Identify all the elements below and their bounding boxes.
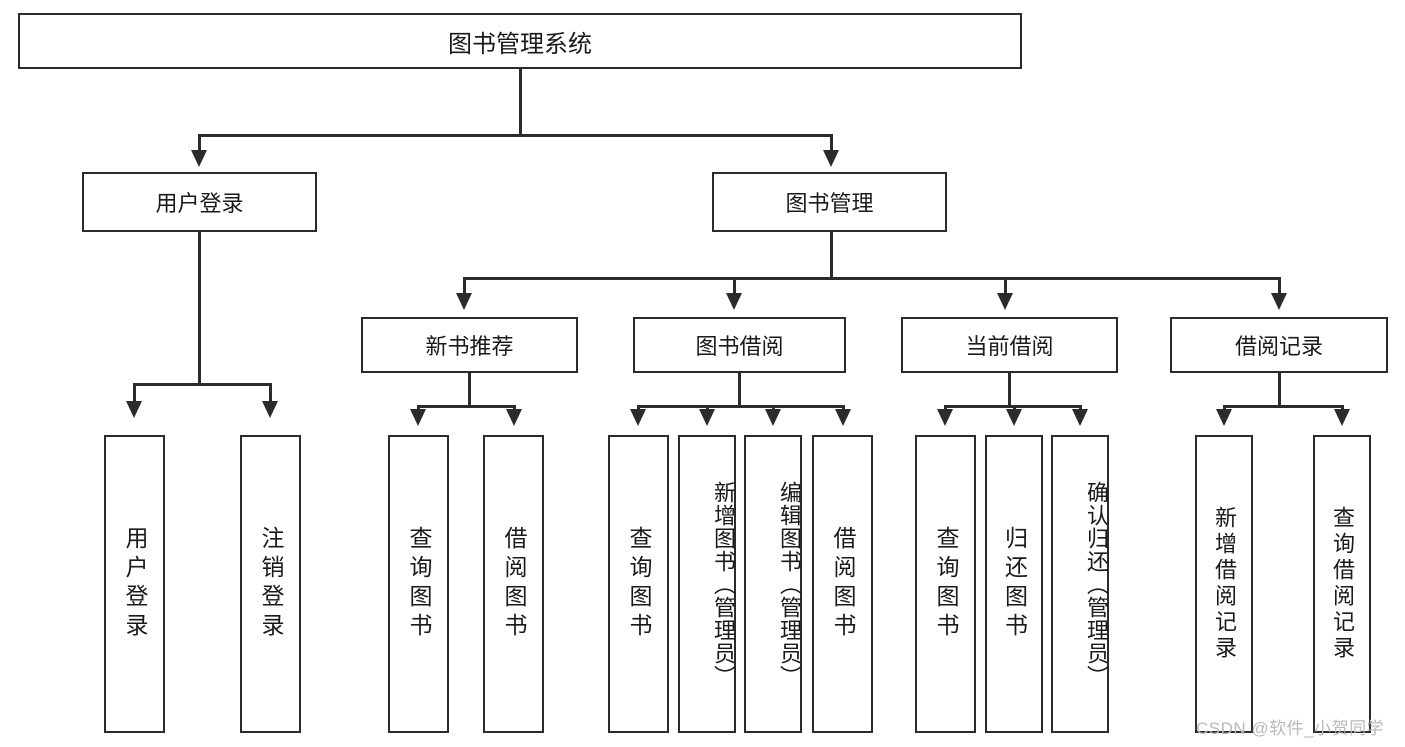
node-label: 用户登录 — [155, 191, 244, 216]
node-label: 借阅记录 — [1234, 334, 1323, 359]
leaf-add-book[interactable]: 新增图书（管理员） — [678, 435, 736, 733]
arrow-to-book-management — [823, 150, 839, 167]
node-label: 当前借阅 — [965, 334, 1054, 359]
edge-root-to-book-management — [830, 134, 833, 154]
edge-nbr-down — [468, 373, 471, 405]
node-label: 用户登录 — [122, 526, 148, 642]
node-book-management-system[interactable]: 图书管理系统 — [18, 13, 1022, 69]
edge-br-down — [1278, 373, 1281, 405]
node-label: 图书管理系统 — [448, 30, 592, 58]
edge-user-login-bus — [133, 383, 271, 386]
edge-user-login-to-leaf-1 — [133, 383, 136, 405]
leaf-query-book-1[interactable]: 查询图书 — [388, 435, 449, 733]
edge-bm-to-book-borrow — [733, 277, 736, 297]
leaf-user-login[interactable]: 用户登录 — [104, 435, 165, 733]
arrow-to-leaf-return-book — [1006, 409, 1022, 426]
edge-book-management-down — [830, 232, 833, 277]
node-label: 归还图书 — [1001, 526, 1028, 642]
arrow-to-book-borrow — [726, 293, 742, 310]
leaf-borrow-book-2[interactable]: 借阅图书 — [812, 435, 873, 733]
edge-bm-to-new-book-recommend — [463, 277, 466, 297]
edge-user-login-down — [198, 232, 201, 383]
edge-br-bus — [1223, 405, 1343, 408]
arrow-to-leaf-borrow-book-2 — [835, 409, 851, 426]
arrow-to-leaf-query-book-2 — [630, 409, 646, 426]
node-label: 图书管理 — [785, 191, 874, 216]
node-label: 编辑图书（管理员） — [777, 480, 802, 688]
node-label: 查询借阅记录 — [1330, 506, 1355, 662]
node-label: 确认归还（管理员） — [1084, 480, 1109, 688]
node-label: 新书推荐 — [425, 334, 514, 359]
leaf-query-record[interactable]: 查询借阅记录 — [1313, 435, 1371, 733]
arrow-to-leaf-query-book-3 — [937, 409, 953, 426]
node-label: 图书借阅 — [695, 334, 784, 359]
edge-nbr-bus — [417, 405, 516, 408]
leaf-borrow-book-1[interactable]: 借阅图书 — [483, 435, 544, 733]
node-book-borrow[interactable]: 图书借阅 — [633, 317, 846, 373]
arrow-to-leaf-borrow-book-1 — [506, 409, 522, 426]
node-label: 查询图书 — [626, 526, 652, 642]
edge-cb-down — [1008, 373, 1011, 405]
edge-book-management-bus — [463, 277, 1281, 280]
node-borrow-record[interactable]: 借阅记录 — [1170, 317, 1388, 373]
edge-bm-to-current-borrow — [1004, 277, 1007, 297]
edge-root-down — [519, 69, 522, 134]
edge-root-to-user-login — [198, 134, 201, 154]
node-label: 查询图书 — [933, 526, 959, 642]
leaf-query-book-3[interactable]: 查询图书 — [915, 435, 976, 733]
edge-user-login-to-leaf-2 — [269, 383, 272, 405]
node-label: 新增图书（管理员） — [711, 480, 736, 688]
node-book-management[interactable]: 图书管理 — [712, 172, 947, 232]
node-current-borrow[interactable]: 当前借阅 — [901, 317, 1118, 373]
arrow-to-leaf-logout — [262, 401, 278, 418]
arrow-to-leaf-user-login — [126, 401, 142, 418]
edge-cb-bus — [944, 405, 1081, 408]
arrow-to-leaf-confirm-return — [1072, 409, 1088, 426]
arrow-to-current-borrow — [997, 293, 1013, 310]
arrow-to-leaf-query-book-1 — [410, 409, 426, 426]
edge-bm-to-borrow-record — [1278, 277, 1281, 297]
arrow-to-leaf-add-record — [1216, 409, 1232, 426]
node-label: 借阅图书 — [501, 526, 527, 642]
leaf-logout[interactable]: 注销登录 — [240, 435, 301, 733]
csdn-watermark: CSDN @软件_小贺同学 — [1196, 719, 1385, 738]
leaf-edit-book[interactable]: 编辑图书（管理员） — [744, 435, 802, 733]
arrow-to-leaf-query-record — [1334, 409, 1350, 426]
node-label: 查询图书 — [406, 526, 432, 642]
arrow-to-leaf-add-book — [699, 409, 715, 426]
edge-bb-down — [738, 373, 741, 405]
node-user-login[interactable]: 用户登录 — [82, 172, 317, 232]
leaf-add-record[interactable]: 新增借阅记录 — [1195, 435, 1253, 733]
node-new-book-recommend[interactable]: 新书推荐 — [361, 317, 578, 373]
node-label: 借阅图书 — [830, 526, 856, 642]
edge-root-bus — [198, 134, 832, 137]
arrow-to-new-book-recommend — [456, 293, 472, 310]
leaf-return-book[interactable]: 归还图书 — [985, 435, 1043, 733]
node-label: 新增借阅记录 — [1212, 506, 1237, 662]
arrow-to-borrow-record — [1271, 293, 1287, 310]
edge-bb-bus — [637, 405, 842, 408]
arrow-to-leaf-edit-book — [765, 409, 781, 426]
leaf-confirm-return[interactable]: 确认归还（管理员） — [1051, 435, 1109, 733]
leaf-query-book-2[interactable]: 查询图书 — [608, 435, 669, 733]
arrow-to-user-login — [191, 150, 207, 167]
node-label: 注销登录 — [258, 526, 284, 642]
